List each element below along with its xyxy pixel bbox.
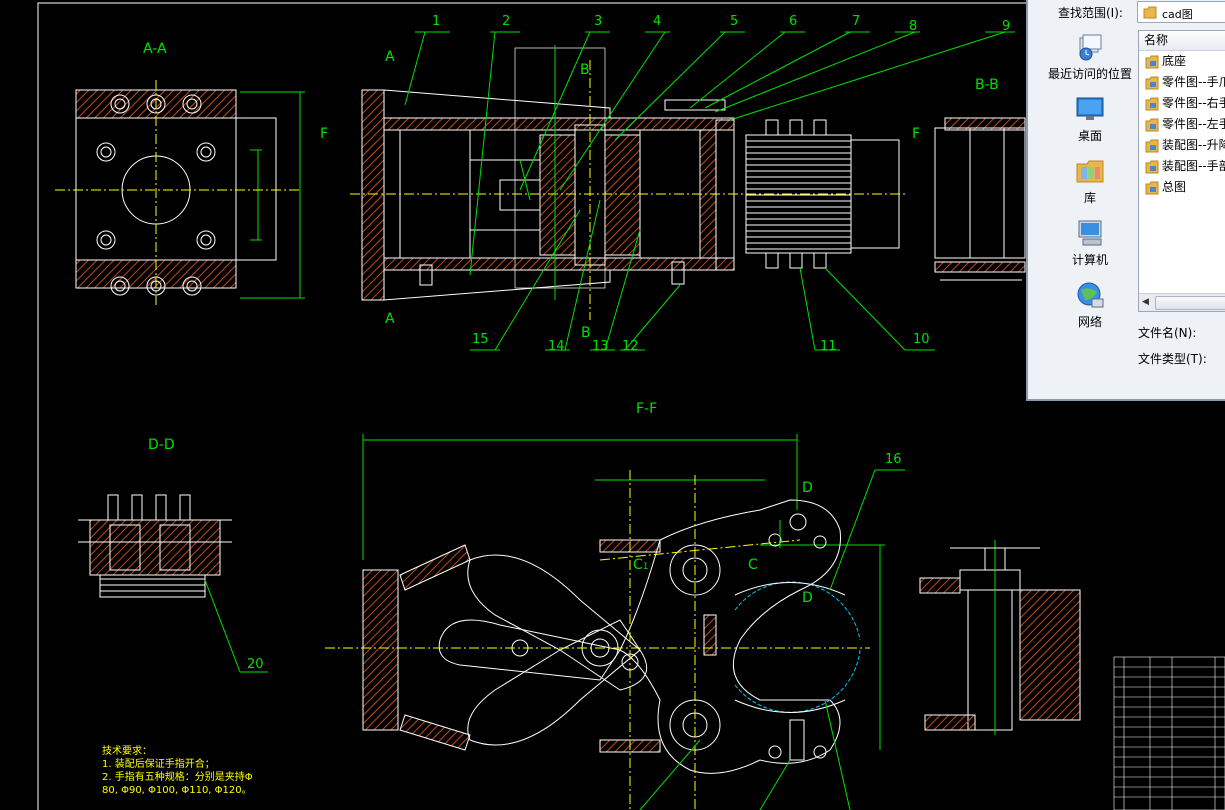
part-number: 15 [472, 332, 489, 347]
file-item[interactable]: 零件图--右手 [1139, 93, 1225, 114]
file-name: 底座 [1162, 54, 1187, 68]
place-label: 库 [1083, 191, 1096, 205]
place-computer[interactable]: 计算机 [1038, 218, 1142, 268]
place-desktop[interactable]: 桌面 [1038, 94, 1142, 144]
bom-table [1113, 656, 1225, 810]
notes-line: 80, Φ90, Φ100, Φ110, Φ120。 [102, 785, 252, 796]
look-in-combobox[interactable]: cad图 [1137, 1, 1225, 23]
part-number: 14 [548, 339, 565, 354]
column-header-name[interactable]: 名称 [1139, 31, 1225, 51]
view-side-section [919, 540, 1081, 735]
file-item[interactable]: 总图 [1139, 177, 1225, 198]
part-number: 20 [247, 657, 264, 672]
dwg-file-icon [1145, 76, 1159, 89]
place-label: 桌面 [1077, 129, 1102, 143]
place-recent[interactable]: 最近访问的位置 [1038, 32, 1142, 82]
part-number: 1 [432, 14, 441, 29]
notes-line: 1. 装配后保证手指开合； [102, 759, 215, 770]
library-icon [1076, 160, 1104, 183]
view-dd [78, 494, 268, 673]
network-icon [1077, 282, 1104, 308]
places-bar: 最近访问的位置 桌面 库 计算机 网络 [1038, 28, 1138, 338]
file-item[interactable]: 零件图--左手 [1139, 114, 1225, 135]
place-label: 网络 [1077, 315, 1102, 329]
file-name-label: 文件名(N): [1138, 326, 1197, 340]
part-number: 11 [820, 339, 837, 354]
part-number: 13 [592, 339, 609, 354]
file-name: 零件图--左手 [1162, 117, 1225, 131]
part-number: 16 [885, 452, 902, 467]
view-bb [934, 117, 1026, 281]
cut-letter-b-bottom: B [581, 325, 591, 341]
cut-letter-b-top: B [580, 62, 590, 78]
cut-letter-f-right: F [912, 126, 921, 142]
place-label: 计算机 [1071, 253, 1108, 267]
cut-letter-c1: C1 [633, 557, 649, 573]
horizontal-scrollbar[interactable]: ◀ [1139, 293, 1225, 311]
view-ff [325, 434, 905, 810]
scroll-left-icon[interactable]: ◀ [1142, 297, 1149, 307]
open-file-dialog: 查找范围(I): cad图 最近访问的位置 桌面 库 计算机 网络 名称 底座 … [1026, 0, 1225, 401]
dwg-file-icon [1145, 160, 1159, 173]
cut-letter-d-bottom: D [802, 590, 813, 606]
notes-heading: 技术要求： [102, 746, 152, 757]
dwg-file-icon [1145, 181, 1159, 194]
cut-letter-a-bottom: A [385, 311, 395, 327]
section-title-dd: D-D [148, 437, 175, 453]
view-main-assembly [350, 45, 905, 320]
part-number: 7 [852, 14, 861, 29]
file-item[interactable]: 底座 [1139, 51, 1225, 72]
file-type-label: 文件类型(T): [1138, 352, 1207, 366]
notes-line: 2. 手指有五种规格：分别是夹持Φ [102, 772, 253, 783]
look-in-label: 查找范围(I): [1058, 6, 1123, 20]
cut-letter-d-top: D [802, 480, 813, 496]
part-number: 12 [622, 339, 639, 354]
cut-letter-f-left: F [320, 126, 329, 142]
look-in-value: cad图 [1162, 8, 1193, 21]
computer-icon [1078, 220, 1102, 246]
part-number: 6 [789, 14, 798, 29]
section-title-ff: F-F [636, 401, 658, 417]
dwg-file-icon [1145, 55, 1159, 68]
file-item[interactable]: 装配图--升降 [1139, 135, 1225, 156]
part-number: 3 [594, 14, 603, 29]
leader-lines-top [404, 31, 1015, 351]
file-name: 总图 [1162, 180, 1187, 194]
view-aa [55, 80, 305, 305]
file-name: 零件图--手爪 [1162, 75, 1225, 89]
section-title-aa: A-A [143, 41, 167, 57]
part-number: 2 [502, 14, 511, 29]
scrollbar-thumb[interactable] [1155, 296, 1225, 310]
cut-letter-c2: C [748, 557, 758, 573]
file-item[interactable]: 装配图--手部 [1139, 156, 1225, 177]
file-name: 装配图--升降 [1162, 138, 1225, 152]
place-network[interactable]: 网络 [1038, 280, 1142, 330]
dwg-file-icon [1145, 139, 1159, 152]
cut-letter-a-top: A [385, 49, 395, 65]
technical-notes: 技术要求： 1. 装配后保证手指开合； 2. 手指有五种规格：分别是夹持Φ 80… [102, 745, 253, 797]
part-number: 9 [1002, 19, 1011, 34]
part-number: 8 [909, 19, 918, 34]
part-number: 4 [653, 14, 662, 29]
place-label: 最近访问的位置 [1047, 67, 1132, 81]
file-name: 装配图--手部 [1162, 159, 1225, 173]
part-number: 10 [913, 332, 930, 347]
dwg-file-icon [1145, 118, 1159, 131]
part-number: 5 [730, 14, 739, 29]
dwg-file-icon [1145, 97, 1159, 110]
place-library[interactable]: 库 [1038, 156, 1142, 206]
file-name: 零件图--右手 [1162, 96, 1225, 110]
folder-icon [1143, 6, 1157, 19]
section-title-bb: B-B [975, 77, 999, 93]
desktop-icon [1076, 97, 1104, 120]
file-item[interactable]: 零件图--手爪 [1139, 72, 1225, 93]
recent-places-icon [1079, 34, 1102, 61]
file-list[interactable]: 名称 底座 零件图--手爪 零件图--右手 零件图--左手 装配图--升降 装配… [1138, 30, 1225, 312]
